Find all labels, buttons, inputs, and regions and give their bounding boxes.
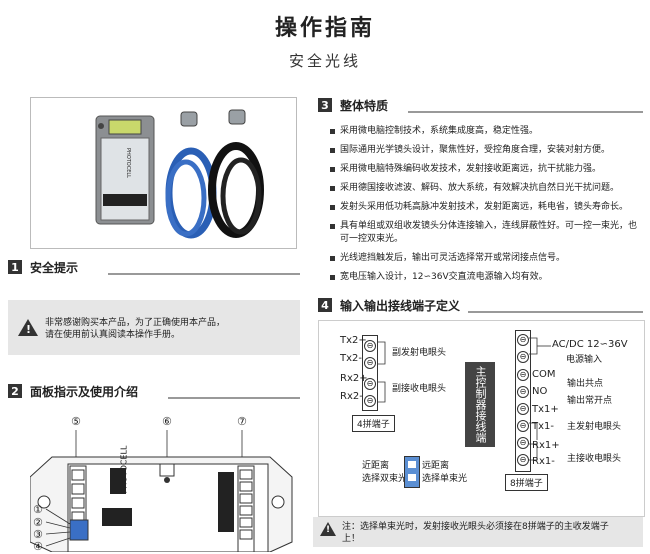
warning-icon: !	[320, 522, 336, 536]
label-aux-receiver: 副接收电眼头	[392, 384, 447, 394]
dip-label-far: 远距离	[422, 461, 450, 471]
terminal-diagram	[318, 320, 645, 517]
marker-5: ⑤	[71, 415, 81, 428]
section-header-terminals: 4 输入输出接线端子定义	[318, 297, 643, 313]
section-header-safety: 1 安全提示	[8, 259, 300, 275]
pin-no: NO	[532, 386, 548, 397]
panel-diagram	[30, 430, 293, 552]
caption-8-pin: 8拼端子	[505, 474, 548, 491]
screw-icon: ⊖	[364, 395, 376, 407]
feature-item: 采用微电脑控制技术，系统集成度高，稳定性强。	[330, 125, 640, 138]
pin-rx2-minus: Rx2-	[340, 391, 363, 402]
pin-tx2-minus: Tx2-	[340, 353, 362, 364]
screw-icon: ⊖	[517, 369, 529, 381]
note-line-1: 注：选择单束光时，发射接收光眼头必须接在8拼端子的主收发端子	[342, 522, 609, 532]
pin-tx1-minus: Tx1-	[532, 421, 554, 432]
divider	[468, 311, 643, 313]
caption-4-pin: 4拼端子	[352, 415, 395, 432]
section-title: 面板指示及使用介绍	[30, 384, 139, 399]
warning-text: 非常感谢购买本产品，为了正确使用本产品， 请在使用前认真阅读本操作手册。	[45, 317, 225, 341]
divider	[408, 111, 643, 113]
pin-tx2-plus: Tx2+	[340, 335, 367, 346]
section-title: 安全提示	[30, 260, 79, 275]
marker-1: ①	[33, 503, 43, 516]
section-number: 4	[318, 298, 332, 312]
label-main-receiver: 主接收电眼头	[567, 454, 622, 464]
section-header-panel: 2 面板指示及使用介绍	[8, 383, 300, 399]
note-text: 注：选择单束光时，发射接收光眼头必须接在8拼端子的主收发端子 上！	[342, 521, 609, 545]
bracket-lines-8	[529, 337, 551, 461]
marker-7: ⑦	[237, 415, 247, 428]
dip-label-dual: 选择双束光	[362, 474, 408, 484]
label-no-output: 输出常开点	[567, 396, 613, 406]
screw-icon: ⊖	[364, 378, 376, 390]
screw-icon: ⊖	[517, 351, 529, 363]
warning-box	[8, 300, 300, 355]
page-title: 操作指南	[274, 16, 375, 41]
pin-com: COM	[532, 369, 556, 380]
screw-icon: ⊖	[517, 437, 529, 449]
label-power-input: 电源输入	[566, 355, 603, 365]
label-aux-transmitter: 副发射电眼头	[392, 348, 447, 358]
note-box	[313, 517, 643, 547]
screw-icon: ⊖	[364, 340, 376, 352]
divider	[168, 397, 300, 399]
label-common-output: 输出共点	[567, 379, 604, 389]
feature-item: 采用微电脑特殊编码收发技术，发射接收距离远，抗干扰能力强。	[330, 163, 640, 176]
pin-rx1-plus: Rx1+	[532, 440, 560, 451]
section-title: 整体特质	[340, 98, 389, 113]
warning-line-1: 非常感谢购买本产品，为了正确使用本产品，	[45, 318, 226, 328]
dip-toggle-1[interactable]	[408, 461, 416, 468]
product-label: PHOTOCELL	[124, 148, 131, 178]
terminal-block-4: ⊖ ⊖ ⊖ ⊖	[362, 335, 378, 411]
pin-power: AC/DC 12∽36V	[552, 339, 628, 350]
section-header-features: 3 整体特质	[318, 97, 643, 113]
pin-tx1-plus: Tx1+	[532, 404, 559, 415]
warning-icon: !	[18, 319, 38, 336]
pin-rx1-minus: Rx1-	[532, 456, 555, 467]
feature-item: 发射头采用低功耗高脉冲发射技术，发射距离远，耗电省，镜头寿命长。	[330, 201, 640, 214]
feature-item: 具有单组或双组收发镜头分体连接输入，连线屏蔽性好。可一控一束光，也可一控双束光。	[330, 220, 640, 246]
dip-label-near: 近距离	[362, 461, 390, 471]
marker-3: ③	[33, 528, 43, 541]
dip-switch[interactable]	[404, 456, 420, 488]
product-illustration	[95, 109, 264, 239]
section-title: 输入输出接线端子定义	[340, 298, 461, 313]
note-line-2: 上！	[342, 534, 361, 544]
divider	[108, 273, 300, 275]
section-number: 1	[8, 260, 22, 274]
marker-2: ②	[33, 516, 43, 529]
feature-list: 采用微电脑控制技术，系统集成度高，稳定性强。 国际通用光学镜头设计，聚焦性好，受…	[330, 125, 640, 290]
screw-icon: ⊖	[364, 357, 376, 369]
label-main-transmitter: 主发射电眼头	[567, 422, 622, 432]
feature-item: 光线遮挡触发后，输出可灵活选择常开或常闭接点信号。	[330, 252, 640, 265]
pin-rx2-plus: Rx2+	[340, 373, 368, 384]
panel-product-label: PHOTOCELL	[119, 445, 129, 494]
screw-icon: ⊖	[517, 420, 529, 432]
page-subtitle: 安全光线	[288, 52, 361, 70]
marker-4: ④	[33, 540, 43, 553]
section-number: 3	[318, 98, 332, 112]
feature-item: 采用德国接收滤波、解码、放大系统，有效解决抗自然日光干扰问题。	[330, 182, 640, 195]
product-photo: PHOTOCELL	[30, 97, 297, 249]
dip-toggle-2[interactable]	[408, 474, 416, 481]
feature-item: 国际通用光学镜头设计，聚焦性好，受控角度合理，安装对射方便。	[330, 144, 640, 157]
terminal-block-8: ⊖ ⊖ ⊖ ⊖ ⊖ ⊖ ⊖ ⊖	[515, 330, 531, 472]
controller-label: 主控制器接线端子	[444, 362, 495, 447]
marker-6: ⑥	[162, 415, 172, 428]
dip-label-single: 选择单束光	[422, 474, 468, 484]
warning-line-2: 请在使用前认真阅读本操作手册。	[45, 330, 181, 340]
feature-item: 宽电压输入设计，12∽36V交直流电源输入均有效。	[330, 271, 640, 284]
screw-icon: ⊖	[517, 334, 529, 346]
bracket-lines	[377, 341, 386, 403]
screw-icon: ⊖	[517, 403, 529, 415]
section-number: 2	[8, 384, 22, 398]
screw-icon: ⊖	[517, 386, 529, 398]
screw-icon: ⊖	[517, 454, 529, 466]
